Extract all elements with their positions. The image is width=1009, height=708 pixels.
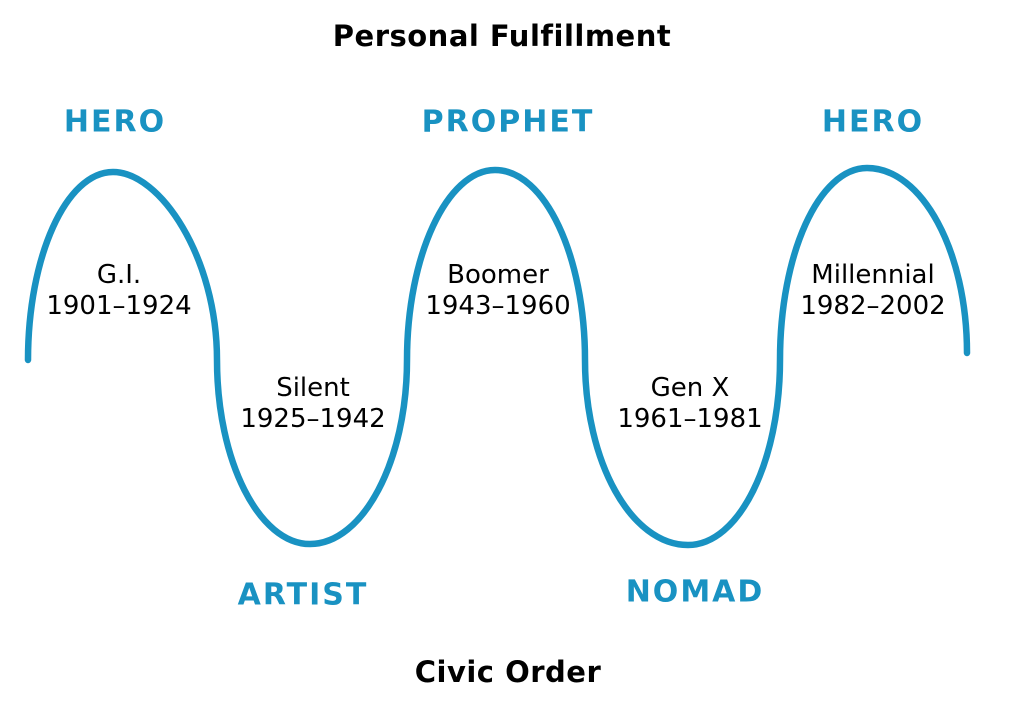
axis-label-top: Personal Fulfillment	[332, 19, 672, 53]
wave-path	[24, 164, 971, 549]
generation-years: 1961–1981	[617, 404, 763, 434]
axis-label-bottom: Civic Order	[414, 655, 602, 689]
generation-name: Silent	[276, 373, 350, 403]
generation-label-silent: Silent 1925–1942	[240, 373, 385, 435]
generation-years: 1982–2002	[800, 291, 946, 321]
generation-label-gi: G.I. 1901–1924	[46, 260, 191, 322]
generation-name: Millennial	[811, 260, 935, 290]
generation-years: 1925–1942	[240, 404, 386, 434]
generation-name: G.I.	[96, 260, 142, 290]
generation-years: 1901–1924	[46, 291, 192, 321]
archetype-label-prophet: PROPHET	[421, 104, 595, 140]
generation-name: Gen X	[650, 373, 730, 403]
archetype-label-hero-left: HERO	[63, 104, 167, 140]
archetype-label-artist: ARTIST	[237, 577, 369, 613]
archetype-label-hero-right: HERO	[821, 104, 925, 140]
generation-label-boomer: Boomer 1943–1960	[425, 260, 570, 322]
generation-label-millennial: Millennial 1982–2002	[800, 260, 945, 322]
generation-years: 1943–1960	[425, 291, 571, 321]
generation-label-genx: Gen X 1961–1981	[617, 373, 762, 435]
generation-name: Boomer	[447, 260, 549, 290]
archetype-label-nomad: NOMAD	[625, 574, 765, 610]
